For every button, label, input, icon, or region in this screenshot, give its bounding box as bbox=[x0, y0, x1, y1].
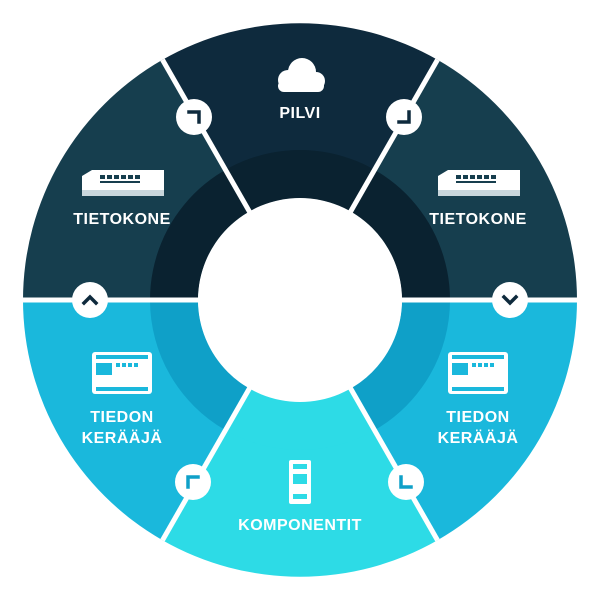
din-rail-module-icon bbox=[289, 460, 311, 504]
chevron-down-icon bbox=[501, 294, 519, 306]
chevron-icon bbox=[399, 475, 413, 489]
connector-badge-bottom-right bbox=[388, 464, 424, 500]
connector-badge-top-left bbox=[176, 99, 212, 135]
server-rack-icon bbox=[438, 170, 520, 196]
data-logger-icon bbox=[448, 352, 508, 394]
connector-badge-bottom-left bbox=[175, 464, 211, 500]
inner-ring-bottom-right bbox=[350, 300, 450, 430]
segment-komponentit-inner bbox=[225, 388, 375, 450]
chevron-up-icon bbox=[81, 294, 99, 306]
label-tiedon-left-line2: KERÄÄJÄ bbox=[82, 429, 163, 447]
chevron-icon bbox=[187, 110, 201, 124]
segment-pilvi bbox=[162, 23, 438, 212]
connector-badge-right bbox=[492, 282, 528, 318]
connector-badge-top-right bbox=[386, 99, 422, 135]
label-tiedon-left-line1: TIEDON bbox=[90, 409, 153, 426]
label-pilvi: PILVI bbox=[279, 105, 320, 122]
label-tiedon-right-line1: TIEDON bbox=[446, 409, 509, 426]
inner-ring-bottom-left bbox=[150, 300, 250, 430]
inner-ring-top bbox=[150, 150, 450, 300]
chevron-icon bbox=[186, 475, 200, 489]
cloud-icon bbox=[278, 58, 325, 92]
center-hole bbox=[198, 198, 402, 402]
data-logger-icon bbox=[92, 352, 152, 394]
label-tietokone-right: TIETOKONE bbox=[429, 211, 527, 228]
label-komponentit: KOMPONENTIT bbox=[238, 517, 362, 534]
chevron-icon bbox=[397, 110, 411, 124]
connector-badge-left bbox=[72, 282, 108, 318]
label-tietokone-left: TIETOKONE bbox=[73, 211, 171, 228]
server-rack-icon bbox=[82, 170, 164, 196]
label-tiedon-right-line2: KERÄÄJÄ bbox=[438, 429, 519, 447]
